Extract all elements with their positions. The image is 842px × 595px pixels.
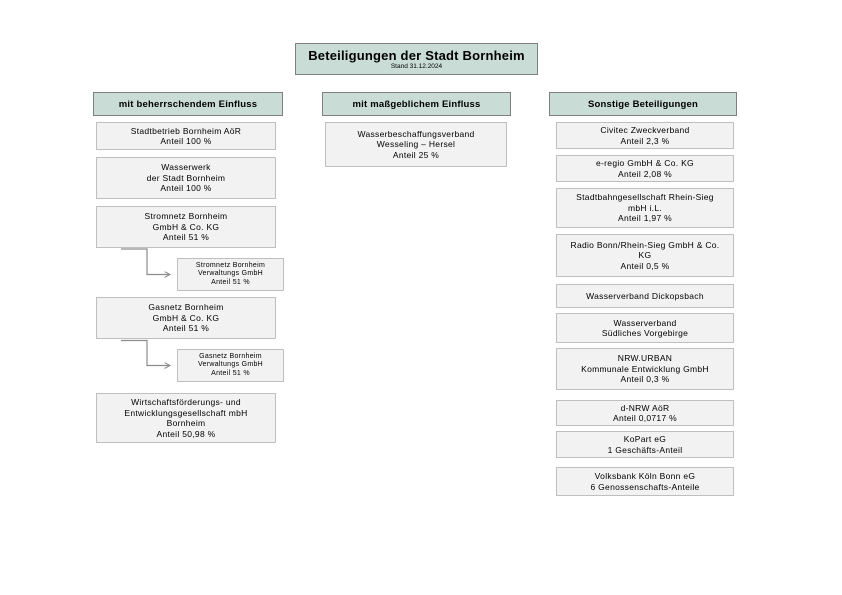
page-title-box: Beteiligungen der Stadt Bornheim Stand 3… — [295, 43, 538, 75]
org-box-line: GmbH & Co. KG — [152, 221, 220, 232]
org-box-line: Verwaltungs GmbH — [197, 270, 264, 278]
org-box-line: Stadtbetrieb Bornheim AöR — [130, 125, 242, 136]
org-box-line: Anteil 51 % — [162, 232, 210, 243]
org-box-line: e-regio GmbH & Co. KG — [596, 158, 694, 168]
org-box-line: Verwaltungs GmbH — [197, 361, 264, 369]
org-box-line: d-NRW AöR — [620, 402, 670, 413]
org-box-line: Anteil 0,5 % — [620, 260, 670, 271]
org-box-line: Volksbank Köln Bonn eG — [594, 471, 696, 481]
org-box-line: Anteil 51 % — [162, 323, 210, 334]
org-box-line: Wesseling – Hersel — [376, 139, 456, 150]
org-box-line: Stromnetz Bornheim — [144, 211, 228, 222]
org-box-d-nrw: d-NRW AöR Anteil 0,0717 % — [556, 400, 734, 426]
org-box-stromnetz-verwaltung: Stromnetz Bornheim Verwaltungs GmbH Ante… — [177, 258, 284, 291]
org-box-line: Anteil 51 % — [211, 278, 250, 286]
org-box-line: Anteil 0,3 % — [620, 374, 670, 385]
org-box-line: KoPart eG — [623, 434, 667, 444]
org-box-line: mbH i.L. — [627, 202, 663, 213]
org-box-wasserverband-dickopsbach: Wasserverband Dickopsbach — [556, 284, 734, 308]
org-box-line: KG — [638, 250, 652, 261]
page-subtitle: Stand 31.12.2024 — [390, 63, 443, 70]
org-box-stromnetz-kg: Stromnetz Bornheim GmbH & Co. KG Anteil … — [96, 206, 276, 248]
org-box-line: Radio Bonn/Rhein-Sieg GmbH & Co. — [570, 239, 720, 250]
org-box-line: Anteil 2,3 % — [620, 135, 670, 146]
org-box-radio-bonn: Radio Bonn/Rhein-Sieg GmbH & Co. KG Ante… — [556, 234, 734, 277]
org-box-gasnetz-verwaltung: Gasnetz Bornheim Verwaltungs GmbH Anteil… — [177, 349, 284, 382]
page-title: Beteiligungen der Stadt Bornheim — [308, 48, 525, 63]
column-header-massgeblich: mit maßgeblichem Einfluss — [322, 92, 511, 116]
org-box-line: Wasserwerk — [161, 162, 211, 173]
org-box-wirtschaftsfoerderung: Wirtschaftsförderungs- und Entwicklungsg… — [96, 393, 276, 443]
elbow-connector-stromnetz — [121, 248, 170, 275]
column-header-sonstige: Sonstige Beteiligungen — [549, 92, 737, 116]
elbow-connector-gasnetz — [121, 339, 170, 366]
org-box-line: der Stadt Bornheim — [146, 172, 226, 183]
org-box-line: Gasnetz Bornheim — [148, 302, 224, 313]
org-box-stadtbahngesellschaft: Stadtbahngesellschaft Rhein-Sieg mbH i.L… — [556, 188, 734, 228]
org-box-line: Anteil 50,98 % — [156, 428, 216, 439]
org-box-line: Wirtschaftsförderungs- und — [131, 397, 241, 407]
org-box-nrw-urban: NRW.URBAN Kommunale Entwicklung GmbH Ant… — [556, 348, 734, 390]
org-box-volksbank: Volksbank Köln Bonn eG 6 Genossenschafts… — [556, 467, 734, 496]
org-box-line: Anteil 51 % — [211, 369, 250, 377]
org-box-line: 6 Genossenschafts-Anteile — [590, 481, 700, 492]
org-box-line: Gasnetz Bornheim — [199, 352, 262, 360]
org-box-line: Anteil 25 % — [392, 149, 440, 160]
org-box-wasserbeschaffungsverband: Wasserbeschaffungsverband Wesseling – He… — [325, 122, 507, 167]
org-box-wasserverband-suedliches-vorgebirge: Wasserverband Südliches Vorgebirge — [556, 313, 734, 343]
org-box-line: Wasserverband Dickopsbach — [586, 290, 704, 301]
org-box-line: Kommunale Entwicklung GmbH — [581, 363, 709, 374]
org-box-line: Stadtbahngesellschaft Rhein-Sieg — [576, 192, 714, 203]
org-box-line: Anteil 2,08 % — [618, 168, 672, 179]
org-box-civitec: Civitec Zweckverband Anteil 2,3 % — [556, 122, 734, 149]
org-box-wasserwerk: Wasserwerk der Stadt Bornheim Anteil 100… — [96, 157, 276, 199]
org-box-line: Anteil 1,97 % — [618, 213, 672, 224]
org-box-line: 1 Geschäfts-Anteil — [607, 444, 683, 455]
org-box-line: NRW.URBAN — [617, 353, 673, 364]
org-box-line: Stromnetz Bornheim — [195, 261, 266, 269]
org-box-line: Anteil 100 % — [160, 183, 212, 194]
org-box-line: Bornheim — [166, 418, 206, 428]
org-box-e-regio: e-regio GmbH & Co. KG Anteil 2,08 % — [556, 155, 734, 182]
org-box-line: Entwicklungsgesellschaft mbH — [124, 407, 248, 418]
org-box-line: Civitec Zweckverband — [600, 125, 690, 135]
org-box-line: Wasserbeschaffungsverband — [357, 128, 475, 139]
org-box-kopart: KoPart eG 1 Geschäfts-Anteil — [556, 431, 734, 458]
org-box-line: Anteil 0,0717 % — [612, 413, 678, 423]
org-box-line: Südliches Vorgebirge — [601, 328, 689, 338]
org-box-stadtbetrieb: Stadtbetrieb Bornheim AöR Anteil 100 % — [96, 122, 276, 150]
org-box-line: Wasserverband — [613, 317, 677, 328]
org-box-gasnetz-kg: Gasnetz Bornheim GmbH & Co. KG Anteil 51… — [96, 297, 276, 339]
org-box-line: GmbH & Co. KG — [152, 312, 220, 323]
org-box-line: Anteil 100 % — [160, 136, 212, 146]
column-header-beherrschend: mit beherrschendem Einfluss — [93, 92, 283, 116]
